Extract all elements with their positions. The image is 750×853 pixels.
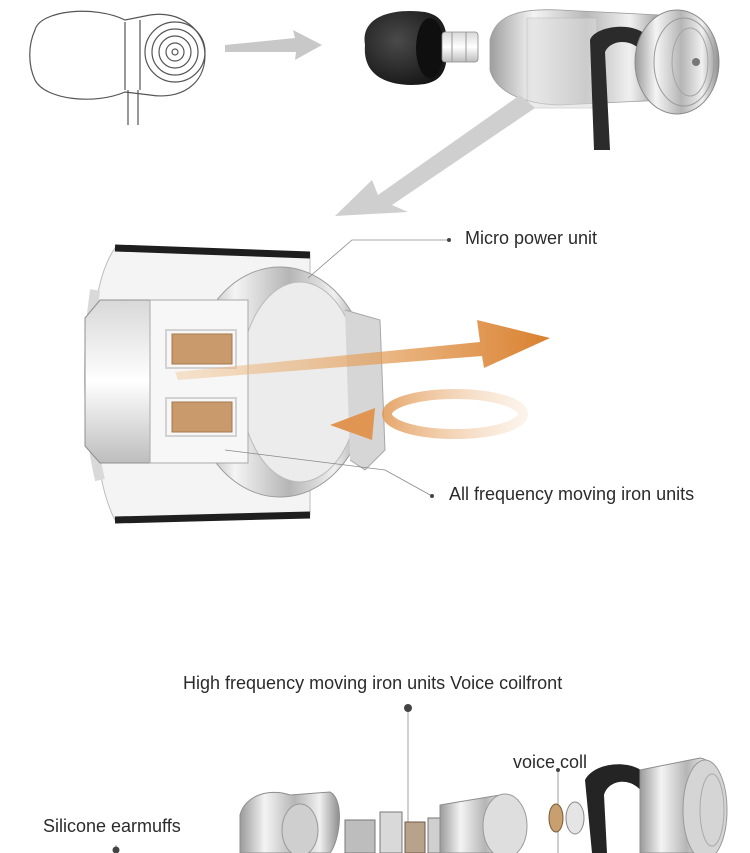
high-frequency-units-label: High frequency moving iron units Voice c… xyxy=(183,673,563,693)
moving-iron-unit-closeup xyxy=(83,244,386,524)
silicone-earmuffs-label: Silicone earmuffs xyxy=(43,816,181,836)
arrow-down-left-icon xyxy=(335,95,535,216)
earphone-outline-sketch xyxy=(29,10,206,125)
leader-lines xyxy=(115,239,559,853)
arrow-right-icon xyxy=(225,30,322,60)
earphone-exploded-view xyxy=(364,9,720,151)
components-exploded-row xyxy=(239,757,728,853)
rotation-arrow-icon xyxy=(330,389,528,440)
all-frequency-units-label: All frequency moving iron units xyxy=(449,484,695,504)
micro-power-unit-label: Micro power unit xyxy=(465,228,598,248)
sound-direction-arrow-icon xyxy=(175,320,550,380)
voice-coil-label: voice coll xyxy=(513,752,588,772)
leader-dots xyxy=(112,238,560,853)
